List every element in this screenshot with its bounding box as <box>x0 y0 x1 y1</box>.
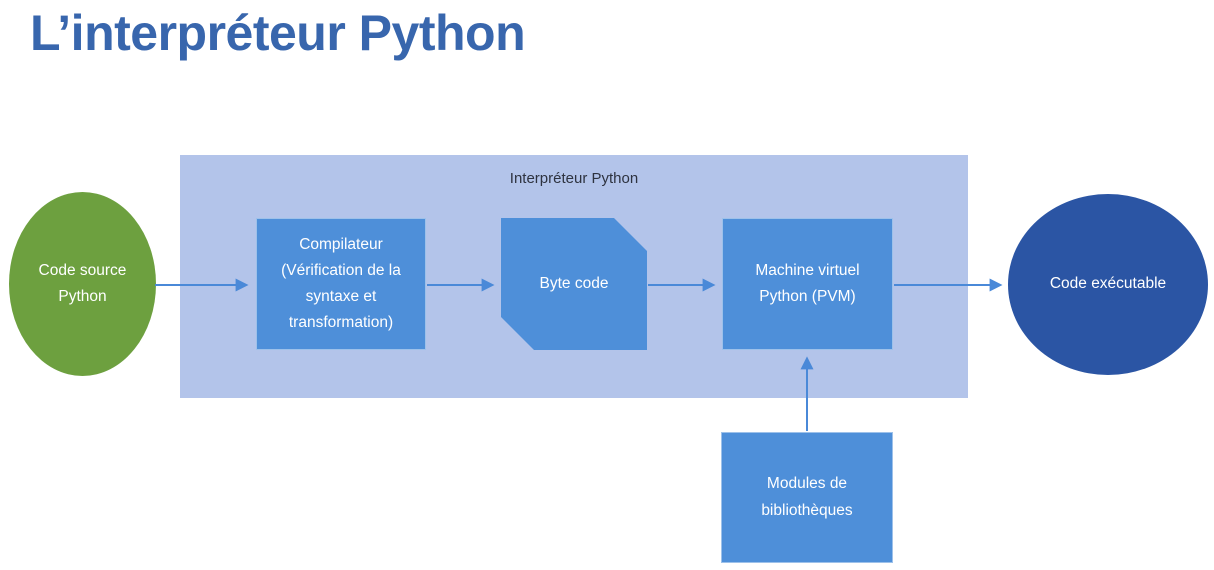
node-code-executable: Code exécutable <box>1008 194 1208 375</box>
node-modules-label: Modules de bibliothèques <box>761 475 853 519</box>
page-title: L’interpréteur Python <box>30 5 526 61</box>
node-compilateur: Compilateur (Vérification de la syntaxe … <box>256 218 426 350</box>
node-modules: Modules de bibliothèques <box>721 432 893 563</box>
node-code-executable-label: Code exécutable <box>1049 275 1167 293</box>
node-pvm: Machine virtuel Python (PVM) <box>722 218 893 350</box>
node-code-source-label: Code source Python <box>38 261 127 305</box>
interpreter-container-label: Interpréteur Python <box>509 170 639 187</box>
node-compilateur-label: Compilateur (Vérification de la syntaxe … <box>281 235 401 332</box>
node-pvm-label: Machine virtuel Python (PVM) <box>755 261 860 305</box>
node-code-source: Code source Python <box>9 192 156 376</box>
node-byte-code-label: Byte code <box>539 274 609 292</box>
node-byte-code: Byte code <box>501 218 647 350</box>
